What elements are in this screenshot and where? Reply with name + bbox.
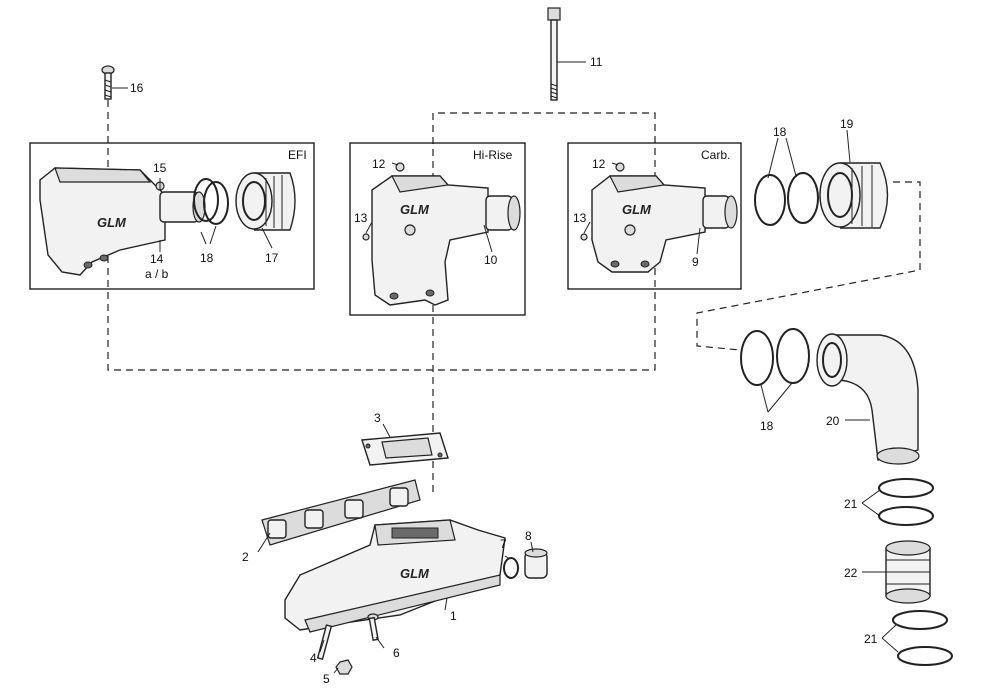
part-19-hose (819, 162, 889, 229)
part-5-nut (335, 659, 353, 675)
part-18-efi-clamps (193, 178, 229, 225)
part-8-sleeve (524, 548, 548, 579)
dashed-guide-lines (107, 100, 921, 495)
hirise-box-label: Hi-Rise (473, 148, 513, 162)
callout-13-carb: 13 (573, 211, 587, 225)
callout-4: 4 (310, 651, 317, 665)
part-7-ring (503, 557, 519, 579)
callout-10: 10 (484, 253, 498, 267)
hirise-riser-logo: GLM (400, 202, 430, 217)
callout-6: 6 (393, 646, 400, 660)
callout-21-lower: 21 (864, 632, 878, 646)
callout-22: 22 (844, 566, 858, 580)
part-1-manifold: GLM (284, 519, 506, 633)
part-18-clamps-upper (754, 172, 819, 226)
hirise-box: Hi-Rise (349, 142, 526, 316)
callout-1: 1 (450, 609, 457, 623)
callout-11: 11 (590, 55, 603, 69)
efi-box-label: EFI (288, 148, 307, 162)
part-4-stud (316, 624, 333, 661)
callout-15: 15 (153, 161, 167, 175)
part-21-clamps-lower (892, 610, 953, 666)
carb-box: Carb. (567, 142, 742, 290)
part-16-bolt (101, 65, 115, 100)
part-12-hirise-plug (395, 162, 405, 172)
part-10-hirise-riser: GLM (371, 175, 521, 306)
callout-18-efi: 18 (200, 251, 214, 265)
part-22-coupler (885, 540, 931, 604)
manifold-logo: GLM (400, 566, 430, 581)
callout-17: 17 (265, 251, 279, 265)
part-9-carb-riser: GLM (591, 175, 738, 273)
leader-lines (112, 61, 899, 674)
callout-12-hirise: 12 (372, 157, 386, 171)
carb-box-label: Carb. (701, 148, 730, 162)
part-13-hirise-plug (362, 233, 370, 241)
callout-3: 3 (374, 411, 381, 425)
part-2-flange-gasket (261, 479, 421, 546)
part-17-efi-hose (235, 172, 296, 231)
callout-20: 20 (826, 414, 840, 428)
callout-21-upper: 21 (844, 497, 858, 511)
callout-12-carb: 12 (592, 157, 606, 171)
callout-18-upper: 18 (773, 125, 787, 139)
callout-2: 2 (242, 550, 249, 564)
part-11-long-bolt (547, 7, 561, 101)
part-12-carb-plug (615, 162, 625, 172)
callout-7: 7 (500, 537, 507, 551)
efi-riser-logo: GLM (97, 215, 127, 230)
part-21-clamps-upper (878, 478, 934, 526)
carb-riser-logo: GLM (622, 202, 652, 217)
callout-9: 9 (692, 255, 699, 269)
part-3-gasket (361, 432, 449, 466)
callout-14: 14 (150, 252, 164, 266)
callout-labels: 11 16 15 14 a / b 18 17 12 13 10 12 13 9… (130, 55, 878, 686)
callout-19: 19 (840, 117, 854, 131)
part-6-bolt (367, 613, 379, 641)
part-13-carb-plug (580, 233, 588, 241)
callout-8: 8 (525, 529, 532, 543)
efi-box: EFI (29, 142, 315, 290)
callout-18-lower: 18 (760, 419, 774, 433)
part-14-efi-riser: GLM (39, 167, 206, 276)
part-18-clamps-lower (740, 328, 810, 386)
callout-14-variant: a / b (145, 267, 169, 281)
callout-16: 16 (130, 81, 144, 95)
part-20-elbow-hose (816, 333, 920, 465)
callout-13-hirise: 13 (354, 211, 368, 225)
callout-5: 5 (323, 672, 330, 686)
